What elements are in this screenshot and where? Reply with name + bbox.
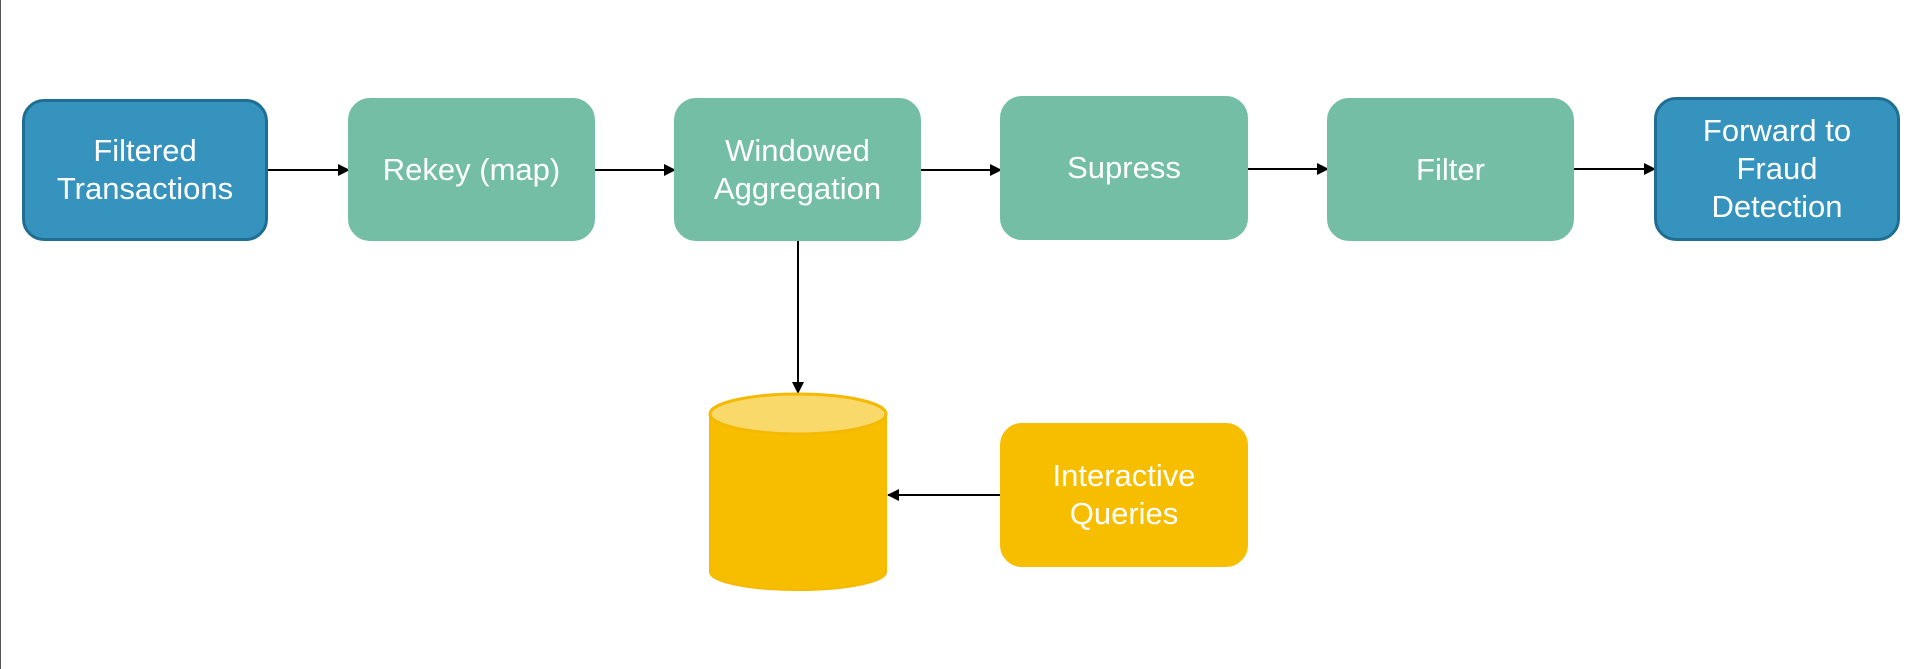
database-cylinder-icon [708, 392, 888, 591]
node-filter: Filter [1327, 98, 1574, 241]
node-label: Interactive Queries [1052, 458, 1196, 531]
node-label: Windowed Aggregation [713, 132, 882, 206]
node-windowed-aggregation: Windowed Aggregation [674, 98, 921, 241]
node-label: Filter [1416, 151, 1485, 187]
node-rekey-map: Rekey (map) [348, 98, 595, 241]
node-interactive-queries: Interactive Queries [1000, 423, 1248, 567]
node-label: Forward to Fraud Detection [1702, 113, 1852, 224]
node-label: Supress [1067, 150, 1181, 185]
node-forward-fraud-detection: Forward to Fraud Detection [1654, 97, 1900, 241]
canvas-left-border [0, 0, 1, 669]
node-filtered-transactions: Filtered Transactions [22, 99, 268, 241]
node-label: Rekey (map) [382, 151, 561, 187]
node-supress: Supress [1000, 96, 1248, 240]
node-label: Filtered Transactions [56, 133, 234, 206]
